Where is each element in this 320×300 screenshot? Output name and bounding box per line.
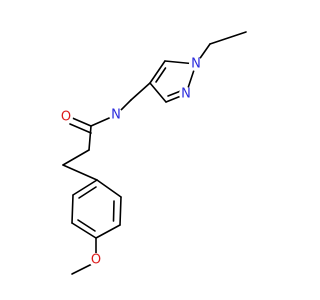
bond-c5-c4-double [155, 67, 167, 83]
bond-ar5-ar6 [71, 194, 74, 224]
atom-n1-pyrazole-label: N [191, 57, 201, 72]
atom-o-methoxy-label: O [91, 253, 101, 268]
atom-n1-pyrazole-mask [189, 57, 203, 71]
bond-ar1-ar2 [96, 179, 122, 198]
bond-ar2-ar3 [119, 196, 122, 226]
bond-carbonyl-o [69, 116, 92, 127]
bond-c5-c4 [149, 60, 166, 84]
bond-ar4-ar5-double [77, 219, 96, 232]
atom-n2-pyrazole-mask [179, 87, 193, 101]
atom-o-carbonyl-mask [59, 110, 73, 124]
bond-ch2-ch2 [62, 149, 90, 166]
bonds [62, 31, 247, 275]
atom-labels: N N N O O [59, 57, 203, 268]
bond-c4-c3 [149, 82, 167, 103]
bond-c4-ch2 [130, 82, 151, 101]
atom-n-amide-label: N [111, 108, 121, 123]
atom-o-carbonyl: O [59, 110, 73, 125]
bond-ar3-ar4 [95, 224, 121, 239]
bond-ethyl-ch3 [209, 31, 247, 45]
atom-n2-pyrazole-label: N [181, 87, 191, 102]
bond-carbonyl-ch2 [88, 125, 92, 151]
bond-ar6-ar1 [72, 179, 98, 196]
atom-n2-pyrazole: N [179, 87, 193, 102]
bond-ar6-ar1-double [78, 186, 97, 199]
atom-o-methoxy-mask [89, 253, 103, 267]
atom-n-amide: N [109, 108, 123, 123]
atom-n-amide-mask [109, 108, 123, 122]
atom-o-methoxy: O [89, 253, 103, 268]
atom-o-carbonyl-label: O [61, 110, 71, 125]
atom-n1-pyrazole: N [189, 57, 203, 72]
bond-ar4-ar5 [71, 222, 97, 239]
molecule-structure-diagram: N N N O O [59, 31, 247, 275]
bond-ar2-ar3-double [112, 200, 115, 222]
bond-carbonyl-o-double [69, 123, 92, 134]
bond-ch2-aryl [62, 164, 98, 181]
